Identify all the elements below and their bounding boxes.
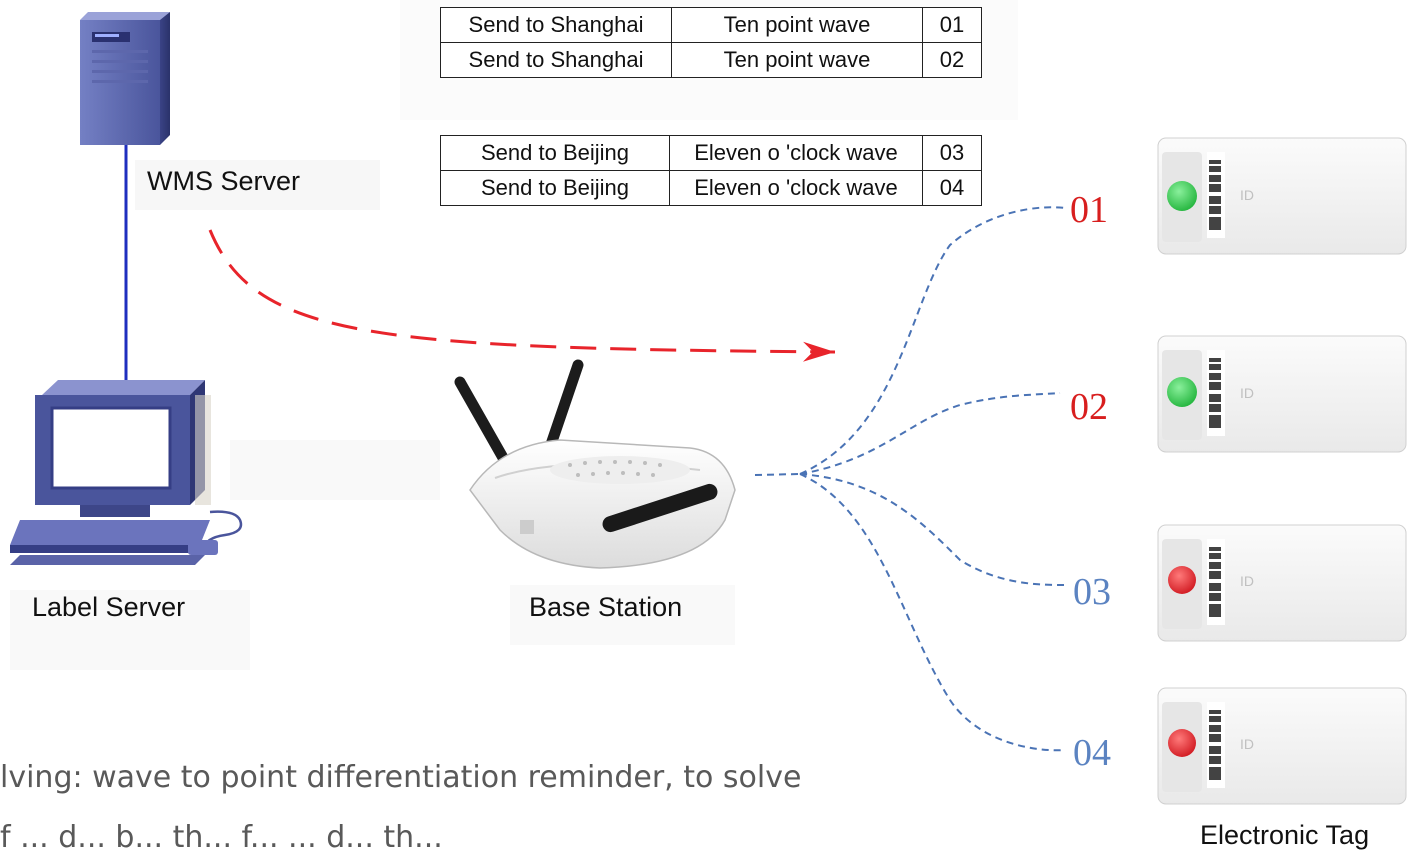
destination-cell: Send to Beijing [440, 135, 670, 171]
svg-text:ID: ID [1240, 736, 1254, 752]
base-station-label: Base Station [529, 592, 683, 622]
signal-lines [754, 206, 1066, 752]
svg-text:ID: ID [1240, 573, 1254, 589]
wave-cell: Eleven o 'clock wave [669, 170, 923, 206]
desktop-computer-icon [10, 380, 243, 565]
tag-number-04: 04 [1073, 732, 1111, 774]
table-row: Send to Beijing Eleven o 'clock wave 04 [440, 170, 982, 206]
electronic-tag-label: Electronic Tag [1200, 820, 1370, 850]
table-row: Send to Beijing Eleven o 'clock wave 03 [440, 135, 982, 171]
wave-cell: Ten point wave [671, 42, 923, 78]
wireless-router-icon [454, 359, 736, 569]
data-flow-arrow [208, 229, 836, 362]
wave-cell: Ten point wave [671, 7, 923, 43]
wave-table-shanghai: Send to Shanghai Ten point wave 01 Send … [440, 7, 982, 78]
id-cell: 03 [922, 135, 982, 171]
wave-cell: Eleven o 'clock wave [669, 135, 923, 171]
svg-text:ID: ID [1240, 187, 1254, 203]
wms-server-label: WMS Server [147, 166, 301, 196]
table-row: Send to Shanghai Ten point wave 02 [440, 42, 982, 78]
destination-cell: Send to Shanghai [440, 42, 672, 78]
electronic-tag-icon-04: ID [1157, 687, 1407, 805]
destination-cell: Send to Shanghai [440, 7, 672, 43]
id-cell: 04 [922, 170, 982, 206]
tag-number-02: 02 [1070, 386, 1108, 428]
destination-cell: Send to Beijing [440, 170, 670, 206]
caption-line-1: lving: wave to point differentiation rem… [0, 760, 802, 795]
tag-number-01: 01 [1070, 189, 1108, 231]
id-cell: 02 [922, 42, 982, 78]
tag-number-03: 03 [1073, 571, 1111, 613]
table-row: Send to Shanghai Ten point wave 01 [440, 7, 982, 43]
svg-text:ID: ID [1240, 385, 1254, 401]
server-tower-icon [80, 12, 170, 145]
wave-table-beijing: Send to Beijing Eleven o 'clock wave 03 … [440, 135, 982, 206]
electronic-tag-icon-02: ID [1157, 335, 1407, 453]
electronic-tag-icon-03: ID [1157, 524, 1407, 642]
caption-line-2: f ... d... b... th... f... ... d... th..… [0, 820, 443, 855]
electronic-tag-icon-01: ID [1157, 137, 1407, 255]
id-cell: 01 [922, 7, 982, 43]
label-server-label: Label Server [32, 592, 186, 622]
